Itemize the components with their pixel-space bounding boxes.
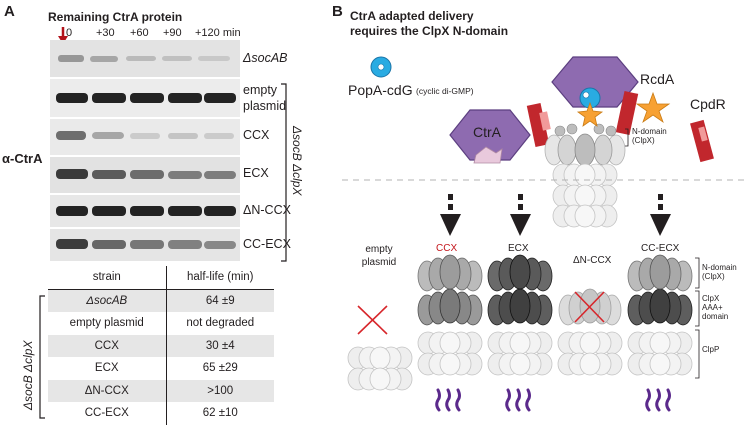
table-cell-halflife: 62 ±10 — [165, 402, 274, 425]
table-header-halflife: half-life (min) — [165, 266, 274, 290]
arrow-cc-ecx-icon — [650, 194, 671, 236]
gel-label-ecx: ECX — [243, 166, 269, 180]
right-label-ndomain-1: N-domain — [702, 263, 737, 272]
table-cell-halflife: not degraded — [165, 312, 274, 335]
cpdr-icon — [690, 119, 714, 163]
table-cell-halflife: 30 ±4 — [165, 334, 274, 357]
table-row: CCX 30 ±4 — [48, 334, 274, 357]
gel-row-cc-ecx — [50, 229, 240, 261]
table-bracket — [39, 295, 45, 419]
empty-plasmid-protease — [347, 305, 413, 391]
table-row: CC-ECX 62 ±10 — [48, 402, 274, 425]
right-label-ndomain-2: (ClpX) — [702, 272, 725, 281]
half-life-table: strain half-life (min) ΔsocAB 64 ±9 empt… — [48, 266, 274, 425]
strain-bracket — [281, 83, 287, 262]
panel-b-letter: B — [332, 3, 343, 20]
panel-a-title: Remaining CtrA protein — [48, 10, 183, 24]
rcda-star-icon — [635, 91, 671, 124]
ndomain-label-top-1: N-domain — [632, 127, 667, 136]
gel-label-cc-ecx: CC-ECX — [243, 237, 291, 251]
gel-row-dn-ccx — [50, 195, 240, 227]
right-label-clpx-2: AAA+ — [702, 303, 723, 312]
table-cell-strain: ΔsocAB — [48, 289, 166, 312]
gel-label-empty: empty plasmid — [243, 83, 287, 113]
bound-complex — [526, 56, 639, 228]
variant-label-ecx: ECX — [508, 243, 529, 254]
table-cell-strain: CCX — [48, 334, 166, 357]
table-row: empty plasmid not degraded — [48, 312, 274, 335]
gel-row-empty — [50, 79, 240, 117]
ctra-hexagon-icon — [449, 109, 531, 164]
gel-label-socab: ΔsocAB — [243, 51, 288, 65]
timepoint-0: 0 — [66, 27, 73, 39]
antibody-label: α-CtrA — [2, 151, 43, 166]
delivery-arrows — [440, 194, 671, 236]
dn-ccx-protease — [557, 288, 623, 376]
cpdr-label: CpdR — [690, 96, 726, 112]
gel-label-ccx: CCX — [243, 128, 270, 142]
panel-b-title-1: CtrA adapted delivery — [350, 9, 474, 23]
right-label-clpp: ClpP — [702, 345, 720, 354]
gel-row-ecx — [50, 157, 240, 193]
gel-row-ccx — [50, 119, 240, 155]
right-label-clpx-1: ClpX — [702, 294, 720, 303]
gel-label-dn-ccx: ΔN-CCX — [243, 203, 291, 217]
popa-sub-label: (cyclic di-GMP) — [416, 86, 474, 96]
arrow-ccx-icon — [440, 194, 461, 236]
table-cell-strain: CC-ECX — [84, 407, 129, 420]
ecx-protease — [487, 254, 553, 412]
panel-a-letter: A — [4, 3, 15, 20]
panel-b-title-2: requires the ClpX N-domain — [350, 24, 509, 38]
popa-cdg-icon — [370, 56, 392, 78]
popa-label: PopA-cdG — [348, 82, 413, 98]
timepoint-30: +30 — [96, 27, 115, 39]
table-row: ΔN-CCX >100 — [48, 379, 274, 402]
table-cell-halflife: >100 — [165, 379, 274, 402]
variant-label-cc-ecx: CC-ECX — [641, 243, 680, 254]
timepoint-90: +90 — [163, 27, 182, 39]
right-label-clpx-3: domain — [702, 312, 729, 321]
table-row: ECX 65 ±29 — [48, 357, 274, 380]
table-cell-strain: ΔN-CCX — [48, 379, 166, 402]
gel-row-socab — [50, 40, 240, 77]
table-cell-halflife: 64 ±9 — [165, 289, 274, 312]
rcda-label: RcdA — [640, 71, 675, 87]
variant-label-ccx: CCX — [436, 243, 458, 254]
ndomain-label-top-2: (ClpX) — [632, 136, 655, 145]
timepoint-120: +120 min — [195, 27, 241, 39]
ctra-label: CtrA — [473, 124, 501, 140]
arrow-ecx-icon — [510, 194, 531, 236]
variant-label-empty: empty plasmid — [361, 244, 397, 268]
timepoint-60: +60 — [130, 27, 149, 39]
table-header-strain: strain — [48, 266, 166, 290]
table-row: ΔsocAB 64 ±9 — [48, 289, 274, 312]
table-cell-halflife: 65 ±29 — [165, 357, 274, 380]
variant-label-dn-ccx: ΔN-CCX — [573, 255, 612, 266]
table-cell-strain: empty plasmid — [69, 317, 144, 330]
table-cell-strain: ECX — [94, 362, 119, 375]
cc-ecx-protease — [627, 254, 693, 412]
ccx-protease — [417, 254, 483, 412]
